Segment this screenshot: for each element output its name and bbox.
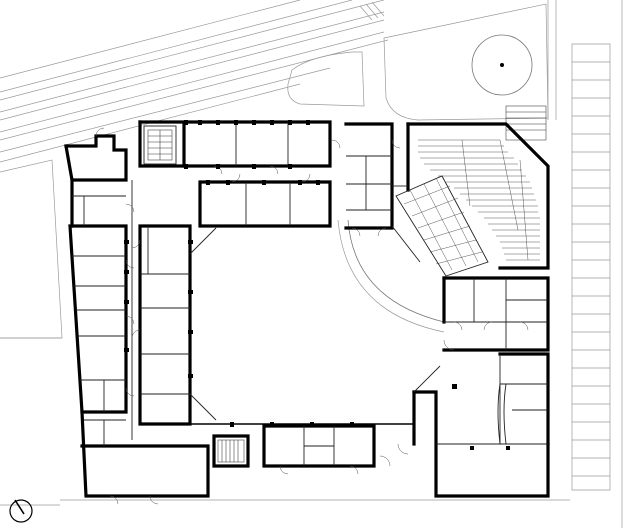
exterior-walls (64, 120, 550, 498)
auditorium-stage (395, 175, 489, 277)
roundabout (471, 34, 533, 96)
courtyard-arc (347, 219, 445, 323)
doors (95, 127, 529, 505)
stair-core-north (143, 125, 177, 165)
auditorium-seating (418, 139, 540, 261)
parking-area (383, 3, 549, 121)
interior-partitions (72, 122, 548, 466)
exterior-stair (505, 105, 547, 141)
left-sidewalk (0, 159, 63, 339)
structural-piers (124, 120, 510, 450)
roundabout-center (500, 63, 504, 67)
stairs (147, 129, 507, 463)
right-parking (571, 0, 623, 528)
plaza-island (287, 51, 365, 107)
north-arrow-icon (9, 499, 33, 523)
